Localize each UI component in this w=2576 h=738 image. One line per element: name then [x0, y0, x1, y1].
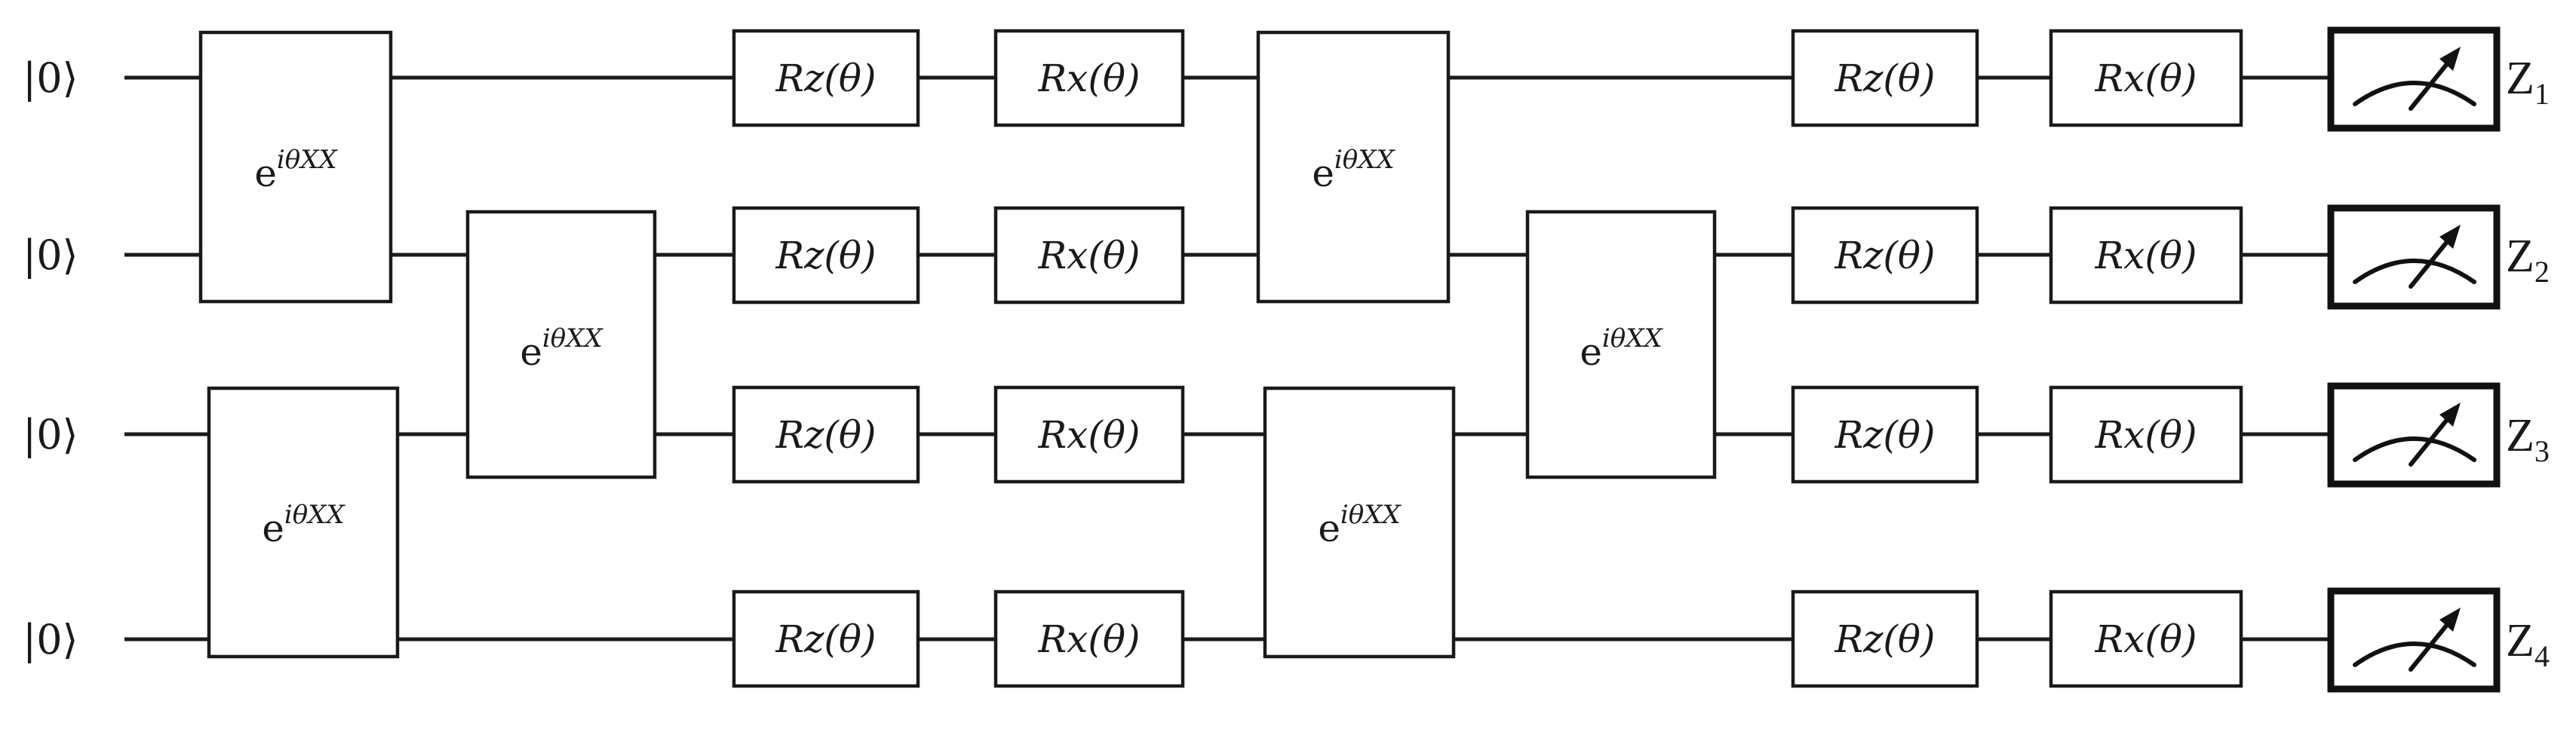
- svg-text:eiθXX: eiθXX: [262, 500, 345, 550]
- rz-gate-label: Rz(θ): [1834, 234, 1935, 277]
- output-labels: Z1 Z2 Z3 Z4: [2506, 53, 2550, 673]
- input-state-q2: |0⟩: [23, 231, 78, 279]
- rx-gate-label: Rx(θ): [1038, 617, 1141, 661]
- xx-gate-base: e: [254, 152, 277, 195]
- rz-gate-q4-col1: Rz(θ): [732, 589, 920, 688]
- xx-gate-exponent: iθXX: [277, 145, 339, 175]
- input-states: |0⟩ |0⟩ |0⟩ |0⟩: [23, 54, 78, 663]
- xx-gate-exponent: iθXX: [1334, 145, 1396, 175]
- xx-gate-base: e: [520, 330, 542, 374]
- input-state-q4: |0⟩: [23, 616, 78, 663]
- rz-gate-label: Rz(θ): [775, 234, 876, 277]
- xx-gate-q2q3-layer2: eiθXX: [1525, 210, 1717, 479]
- rz-gate-q1-col2: Rz(θ): [1791, 29, 1979, 127]
- rz-gate-q2-col2: Rz(θ): [1791, 206, 1979, 305]
- xx-gate-q1q2-layer2: eiθXX: [1256, 30, 1451, 304]
- rx-gate-q3-col1: Rx(θ): [993, 385, 1185, 484]
- rz-gate-label: Rz(θ): [775, 617, 876, 661]
- svg-text:eiθXX: eiθXX: [254, 145, 338, 195]
- xx-gate-q3q4-layer2: eiθXX: [1263, 386, 1456, 659]
- measurement-meter-icon: [2327, 382, 2501, 488]
- rz-gate-label: Rz(θ): [1834, 413, 1935, 457]
- rx-gate-q2-col2: Rx(θ): [2049, 206, 2243, 305]
- rx-gate-label: Rx(θ): [1038, 413, 1141, 457]
- rz-gate-q4-col2: Rz(θ): [1791, 589, 1979, 688]
- xx-gate-exponent: iθXX: [1340, 500, 1402, 530]
- svg-text:eiθXX: eiθXX: [1580, 323, 1663, 374]
- rx-gate-q1-col1: Rx(θ): [993, 29, 1185, 127]
- measurement-meter-icon: [2327, 587, 2501, 693]
- measurement-meter-icon: [2327, 26, 2501, 132]
- xx-gate-exponent: iθXX: [284, 500, 346, 530]
- rz-gate-q3-col2: Rz(θ): [1791, 385, 1979, 484]
- xx-gate-q3q4-layer1: eiθXX: [207, 386, 400, 659]
- rx-gate-label: Rx(θ): [2095, 413, 2197, 457]
- rx-gate-q1-col2: Rx(θ): [2049, 29, 2243, 127]
- input-state-q3: |0⟩: [23, 411, 78, 458]
- xx-gate-q2q3-layer1: eiθXX: [465, 210, 657, 479]
- xx-gate-base: e: [1580, 330, 1602, 374]
- xx-gate-exponent: iθXX: [542, 323, 604, 354]
- rz-gate-label: Rz(θ): [1834, 57, 1935, 100]
- input-state-q1: |0⟩: [23, 54, 78, 102]
- rz-gate-label: Rz(θ): [1834, 617, 1935, 661]
- measurement-meter-icon: [2327, 204, 2501, 310]
- xx-gate-q1q2-layer1: eiθXX: [198, 30, 393, 304]
- xx-gate-base: e: [262, 507, 284, 550]
- rx-gate-label: Rx(θ): [2095, 617, 2197, 661]
- rx-gate-label: Rx(θ): [1038, 234, 1141, 277]
- entangler-gates: eiθXX eiθXX eiθXX eiθXX: [198, 30, 1717, 659]
- rz-gate-label: Rz(θ): [775, 57, 876, 100]
- output-label-q4: Z4: [2506, 615, 2550, 673]
- rx-gate-label: Rx(θ): [2095, 57, 2197, 100]
- xx-gate-base: e: [1312, 152, 1334, 195]
- output-label-q3: Z3: [2506, 410, 2550, 468]
- rx-gate-label: Rx(θ): [2095, 234, 2197, 277]
- rz-gate-q2-col1: Rz(θ): [732, 206, 920, 305]
- measurements: [2327, 26, 2501, 693]
- rz-gate-q3-col1: Rz(θ): [732, 385, 920, 484]
- wires: [124, 75, 2338, 642]
- svg-text:eiθXX: eiθXX: [1312, 145, 1395, 195]
- svg-text:eiθXX: eiθXX: [520, 323, 603, 374]
- xx-gate-base: e: [1318, 507, 1340, 550]
- output-label-q1: Z1: [2506, 53, 2550, 111]
- rz-gate-q1-col1: Rz(θ): [732, 29, 920, 127]
- output-label-q2: Z2: [2506, 231, 2550, 289]
- rx-gate-q4-col2: Rx(θ): [2049, 589, 2243, 688]
- rx-gate-q4-col1: Rx(θ): [993, 589, 1185, 688]
- xx-gate-exponent: iθXX: [1602, 323, 1664, 354]
- rz-gate-label: Rz(θ): [775, 413, 876, 457]
- rx-gate-label: Rx(θ): [1038, 57, 1141, 100]
- svg-text:eiθXX: eiθXX: [1318, 500, 1402, 550]
- rx-gate-q3-col2: Rx(θ): [2049, 385, 2243, 484]
- rotation-gates: Rz(θ) Rz(θ) Rz(θ) Rz(θ) Rx(θ) Rx(θ) Rx(θ…: [732, 29, 2243, 688]
- rx-gate-q2-col1: Rx(θ): [993, 206, 1185, 305]
